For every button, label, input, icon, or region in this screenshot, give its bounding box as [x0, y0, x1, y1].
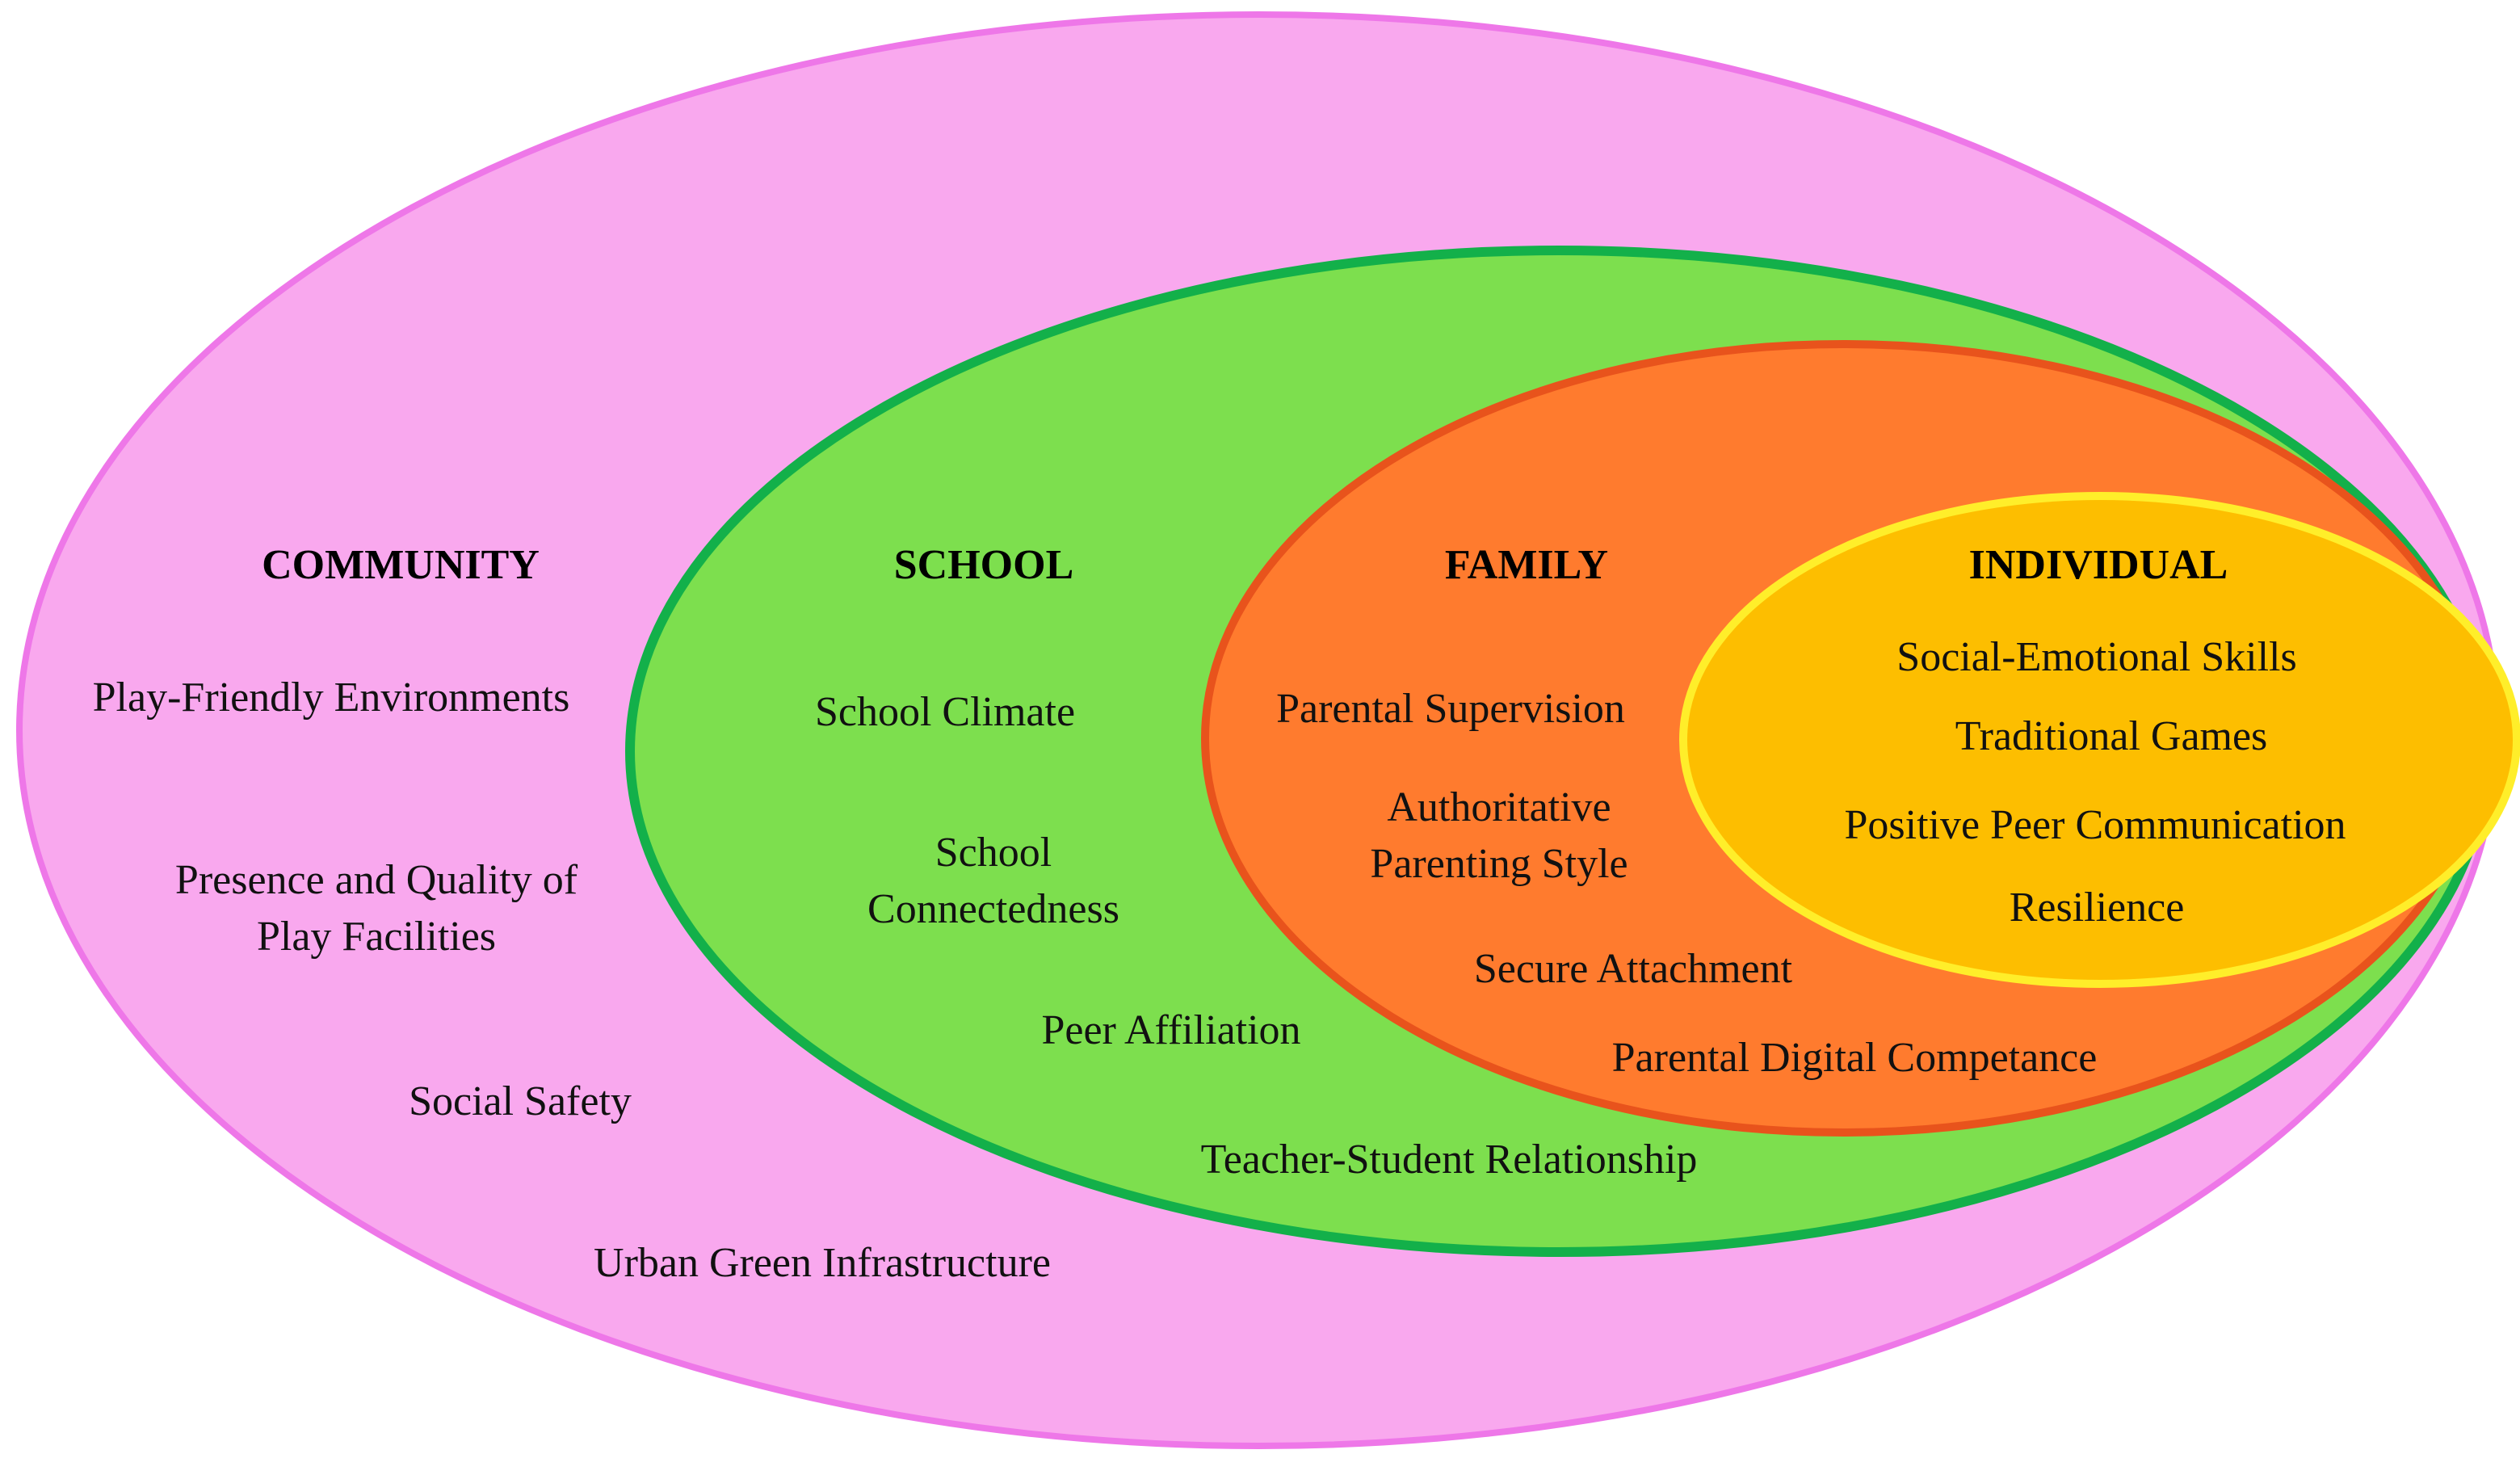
- individual-ellipse: [1679, 492, 2520, 988]
- school-factor-connectedness-line1: School: [935, 830, 1052, 876]
- community-factor-play-friendly-environments: Play-Friendly Environments: [93, 674, 570, 721]
- community-factor-urban-green-infrastructure: Urban Green Infrastructure: [594, 1240, 1051, 1286]
- community-factor-play-facilities-line1: Presence and Quality of: [175, 857, 578, 903]
- community-factor-social-safety: Social Safety: [409, 1078, 632, 1124]
- individual-heading: INDIVIDUAL: [1969, 542, 2228, 588]
- school-heading: SCHOOL: [894, 542, 1074, 588]
- family-factor-secure-attachment: Secure Attachment: [1474, 946, 1793, 992]
- family-factor-parenting-style-line2: Parenting Style: [1370, 841, 1628, 887]
- individual-factor-positive-peer-communication: Positive Peer Communication: [1844, 802, 2346, 848]
- community-factor-play-facilities-line2: Play Facilities: [257, 914, 496, 960]
- individual-factor-traditional-games: Traditional Games: [1955, 713, 2268, 759]
- school-factor-peer-affiliation: Peer Affiliation: [1041, 1007, 1300, 1053]
- family-factor-parental-supervision: Parental Supervision: [1276, 686, 1625, 732]
- school-factor-school-climate: School Climate: [815, 689, 1075, 735]
- family-factor-parenting-style-line1: Authoritative: [1387, 784, 1611, 830]
- individual-factor-social-emotional-skills: Social-Emotional Skills: [1896, 634, 2296, 680]
- school-factor-connectedness-line2: Connectedness: [867, 886, 1119, 932]
- community-heading: COMMUNITY: [262, 542, 540, 588]
- family-factor-parental-digital-competance: Parental Digital Competance: [1612, 1035, 2098, 1081]
- individual-factor-resilience: Resilience: [2010, 885, 2185, 931]
- family-heading: FAMILY: [1445, 542, 1608, 588]
- school-factor-teacher-student-relationship: Teacher-Student Relationship: [1201, 1137, 1698, 1183]
